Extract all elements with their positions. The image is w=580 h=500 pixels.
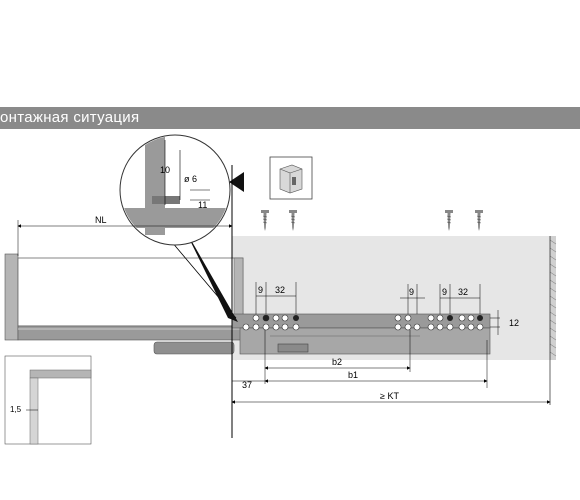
dim-10: 10 [160,165,170,175]
hatch-lines [549,239,557,357]
runner-clip [277,343,309,353]
dim-b1: b1 [348,370,358,380]
drawer-front [4,253,19,341]
dim-kt: ≥ KT [380,391,399,401]
cabinet-mount-icon [269,156,313,200]
zoom-pointer [183,226,238,322]
detail-zoom-circle [119,134,231,246]
dim-32-left: 32 [275,285,285,295]
hole-filled-mid [447,315,453,321]
hole-pattern-mid [394,314,484,331]
section-banner: онтажная ситуация [0,107,580,129]
screw-icon-2 [289,210,297,231]
dim-11: 11 [198,200,207,210]
direction-arrow-icon [229,172,244,192]
screw-icon-3 [445,210,453,231]
dim-9-left: 9 [258,285,263,295]
hole-filled-left-a [263,315,269,321]
section-title: онтажная ситуация [0,109,140,126]
hole-filled-right [477,315,483,321]
dim-nl: NL [95,215,107,225]
runner-inner-rail [239,327,491,355]
dim-1-5: 1,5 [10,405,22,414]
dim-dia-6: ø 6 [184,174,197,184]
dim-37: 37 [242,380,252,390]
dim-9-mid: 9 [409,287,414,297]
dim-b2: b2 [332,357,342,367]
dim-12: 12 [509,318,519,328]
dim-32-right: 32 [458,287,468,297]
drawer-box [17,257,244,327]
dim-9-right: 9 [442,287,447,297]
screw-icon-4 [475,210,483,231]
drawer-bottom [17,325,244,341]
hole-filled-left-b [293,315,299,321]
detail-inset [4,355,92,445]
runner-lower-rail [153,341,235,355]
screw-icon-1 [261,210,269,231]
